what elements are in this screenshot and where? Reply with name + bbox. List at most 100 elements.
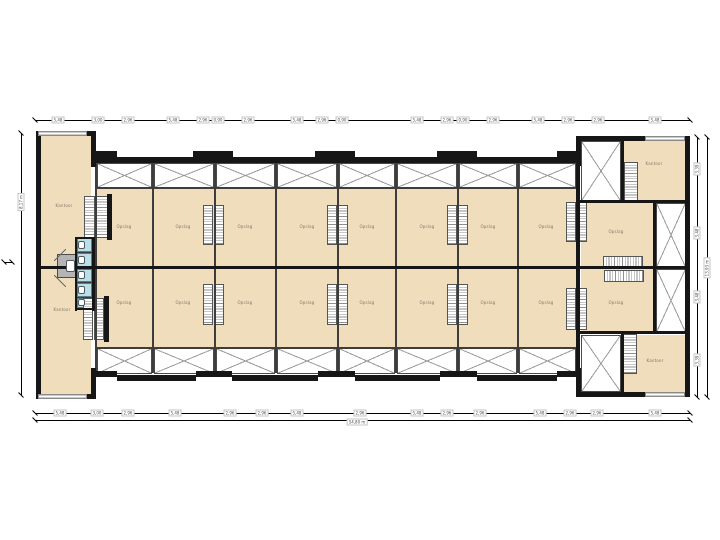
wall xyxy=(92,237,95,311)
dimension-label: 0,90 xyxy=(335,116,349,124)
void-cross xyxy=(581,335,621,392)
staircase xyxy=(447,284,457,325)
wall-thin xyxy=(95,187,576,189)
dimension-label: 0,90 xyxy=(456,116,470,124)
dimension-label: 2,96 xyxy=(440,409,454,417)
dimension-label: 2,96 xyxy=(486,116,500,124)
dimension-label: 2,96 xyxy=(561,116,575,124)
room xyxy=(339,188,397,266)
wall xyxy=(91,131,96,167)
dimension-label: 3,39 xyxy=(693,162,701,176)
wall xyxy=(117,375,196,381)
room-label: Opslag xyxy=(116,224,132,229)
dimension-label: 3,48 xyxy=(693,226,701,240)
dimension-label: 2,96 xyxy=(196,116,210,124)
dimension-label: 2,96 xyxy=(440,116,454,124)
dimension-label: 54,80 m xyxy=(346,418,368,426)
void-cross xyxy=(656,203,686,267)
wall xyxy=(196,371,232,377)
wall xyxy=(576,160,580,372)
void-cross xyxy=(216,163,275,188)
dimension-label: 2,96 xyxy=(563,409,577,417)
room-label: Opslag xyxy=(419,224,435,229)
staircase xyxy=(94,298,104,340)
dimension-label: 5,48 xyxy=(648,116,662,124)
room-label: Opslag xyxy=(419,300,435,305)
wall xyxy=(440,371,477,377)
dimension-label: 3,48 xyxy=(693,290,701,304)
void-cross xyxy=(581,141,621,201)
wall xyxy=(95,371,117,377)
toilet-fixture xyxy=(78,256,85,264)
wall xyxy=(75,237,77,311)
dimension-line xyxy=(697,137,698,397)
dimension-label: 2,96 xyxy=(121,409,135,417)
dimension-line xyxy=(35,120,690,121)
dimension-label: 3,00 xyxy=(90,409,104,417)
void-cross xyxy=(397,163,457,188)
room-label: Kantoor xyxy=(645,161,663,166)
room-label: Opslag xyxy=(608,229,624,234)
dimension-label: 5,48 xyxy=(168,409,182,417)
dimension-label: 5,48 xyxy=(290,409,304,417)
room xyxy=(216,188,278,266)
dimension-label: 8,17 m xyxy=(17,192,25,212)
staircase xyxy=(458,205,468,245)
void-cross xyxy=(277,163,337,188)
wall xyxy=(437,151,477,163)
toilet-fixture xyxy=(78,299,85,306)
toilet-fixture xyxy=(78,271,85,279)
staircase xyxy=(622,334,637,374)
window xyxy=(38,131,87,136)
staircase xyxy=(624,162,638,201)
room-label: Opslag xyxy=(237,300,253,305)
wall xyxy=(577,200,688,203)
dimension-label: 5,48 xyxy=(166,116,180,124)
wall xyxy=(232,375,318,381)
dimension-label: 13,93 m xyxy=(703,257,711,279)
dimension-label: 2,96 xyxy=(255,409,269,417)
staircase xyxy=(338,284,348,325)
wall xyxy=(557,151,577,163)
dimension-label: 5,48 xyxy=(53,409,67,417)
wall xyxy=(117,157,193,163)
dimension-label: 0,90 xyxy=(211,116,225,124)
void-cross xyxy=(397,348,457,374)
dimension-label: 3,00 xyxy=(91,116,105,124)
wall xyxy=(577,331,688,334)
room-label: Opslag xyxy=(299,224,315,229)
toilet-fixture xyxy=(78,286,85,294)
staircase xyxy=(447,205,457,245)
window xyxy=(645,136,685,141)
void-cross xyxy=(656,269,686,332)
window xyxy=(645,392,685,397)
void-cross xyxy=(459,163,517,188)
dimension-label: 2,96 xyxy=(473,409,487,417)
staircase xyxy=(566,288,576,330)
dimension-line xyxy=(4,262,12,263)
wall xyxy=(477,157,557,163)
room-label: Opslag xyxy=(538,300,554,305)
room-label: Opslag xyxy=(175,300,191,305)
dimension-label: 2,96 xyxy=(353,409,367,417)
wall xyxy=(193,151,233,163)
wall xyxy=(576,368,581,397)
wall xyxy=(318,371,355,377)
wall xyxy=(653,203,656,332)
room-label: Opslag xyxy=(480,224,496,229)
void-cross xyxy=(519,348,576,374)
wall xyxy=(621,141,624,201)
dimension-label: 3,39 xyxy=(693,353,701,367)
wall xyxy=(107,194,112,240)
room-label: Kantoor xyxy=(646,358,664,363)
dimension-label: 2,96 xyxy=(591,116,605,124)
void-cross xyxy=(339,163,395,188)
room-label: Opslag xyxy=(608,300,624,305)
staircase xyxy=(84,196,95,238)
dimension-label: 2,96 xyxy=(315,116,329,124)
wall xyxy=(576,136,690,141)
wall xyxy=(621,334,624,392)
staircase xyxy=(604,270,644,282)
